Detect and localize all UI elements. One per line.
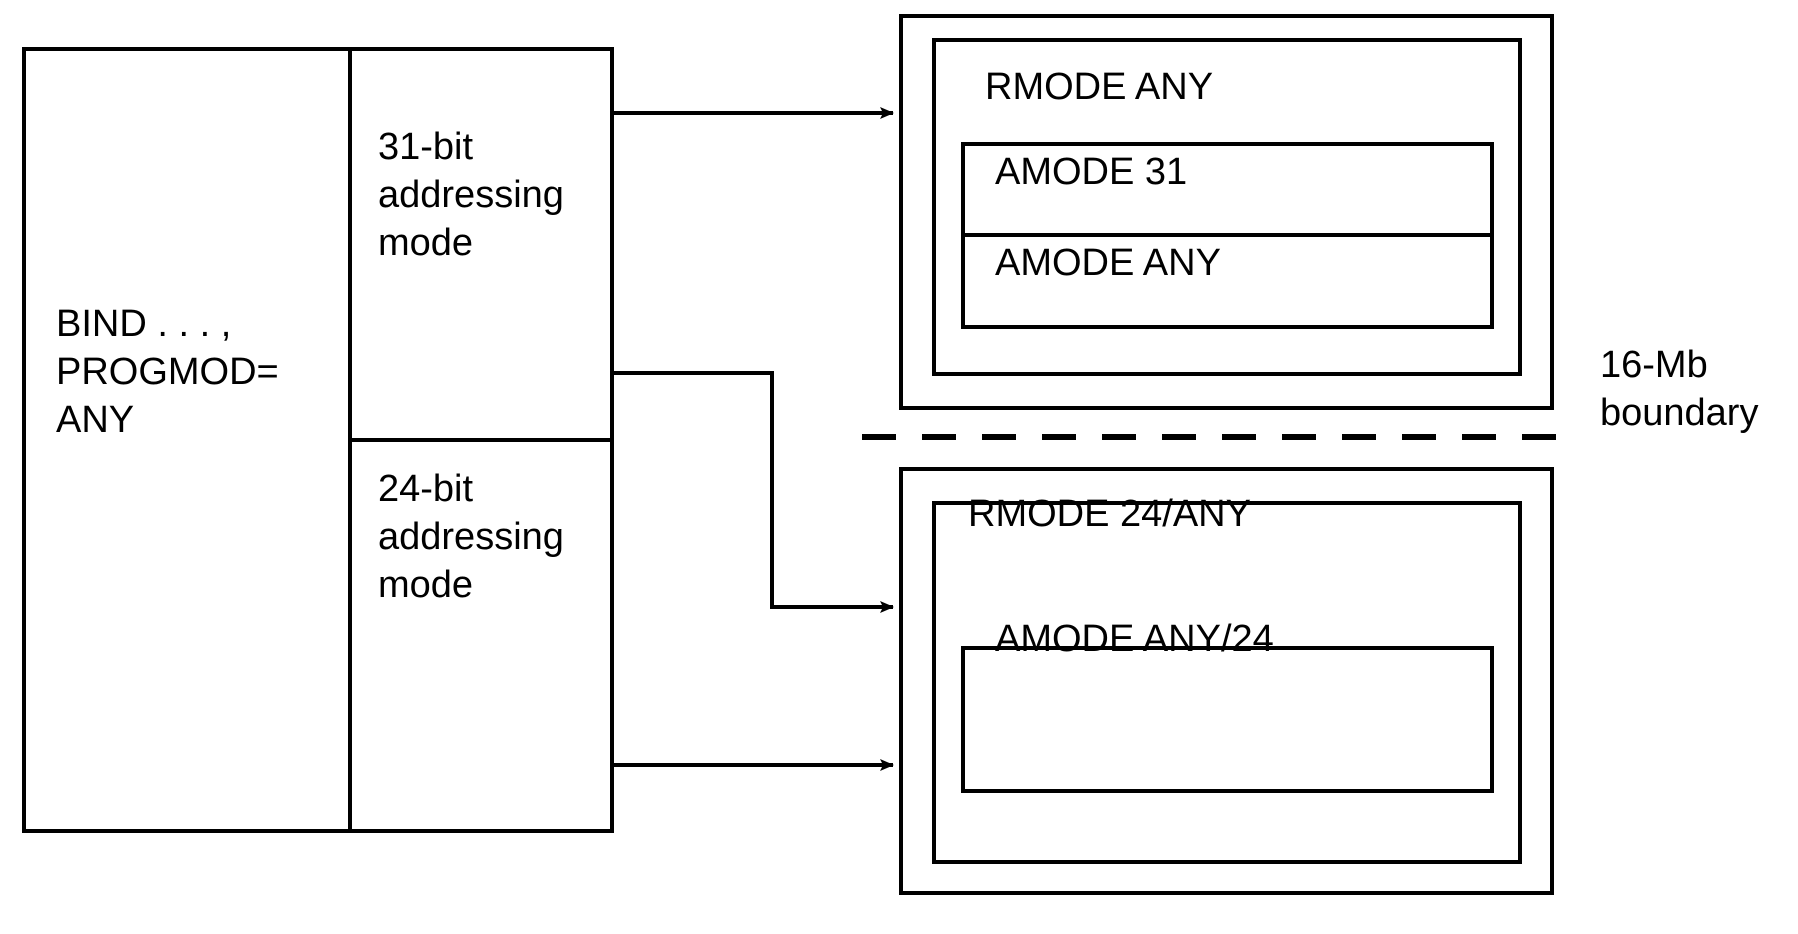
sixteen-mb-boundary-label: 16-Mb boundary <box>1600 344 1759 434</box>
amode-31-label: AMODE 31 <box>995 151 1188 193</box>
rmode-any-label: RMODE ANY <box>985 66 1214 108</box>
amode-any-label: AMODE ANY <box>995 242 1221 284</box>
source-box <box>22 47 614 833</box>
rmode-24any-label: RMODE 24/ANY <box>968 493 1251 535</box>
target-group-above-boundary <box>899 14 1554 410</box>
addressing-mode-24-label: 24-bit addressing mode <box>378 468 564 606</box>
connector-31bit-to-rmode-24any <box>612 371 894 613</box>
amode-box-below <box>961 646 1494 793</box>
addressing-mode-31-label: 31-bit addressing mode <box>378 126 564 264</box>
target-group-below-boundary <box>899 467 1554 895</box>
bind-statement-label: BIND . . . , PROGMOD= ANY <box>56 303 279 441</box>
amode-any24-label: AMODE ANY/24 <box>995 618 1274 660</box>
